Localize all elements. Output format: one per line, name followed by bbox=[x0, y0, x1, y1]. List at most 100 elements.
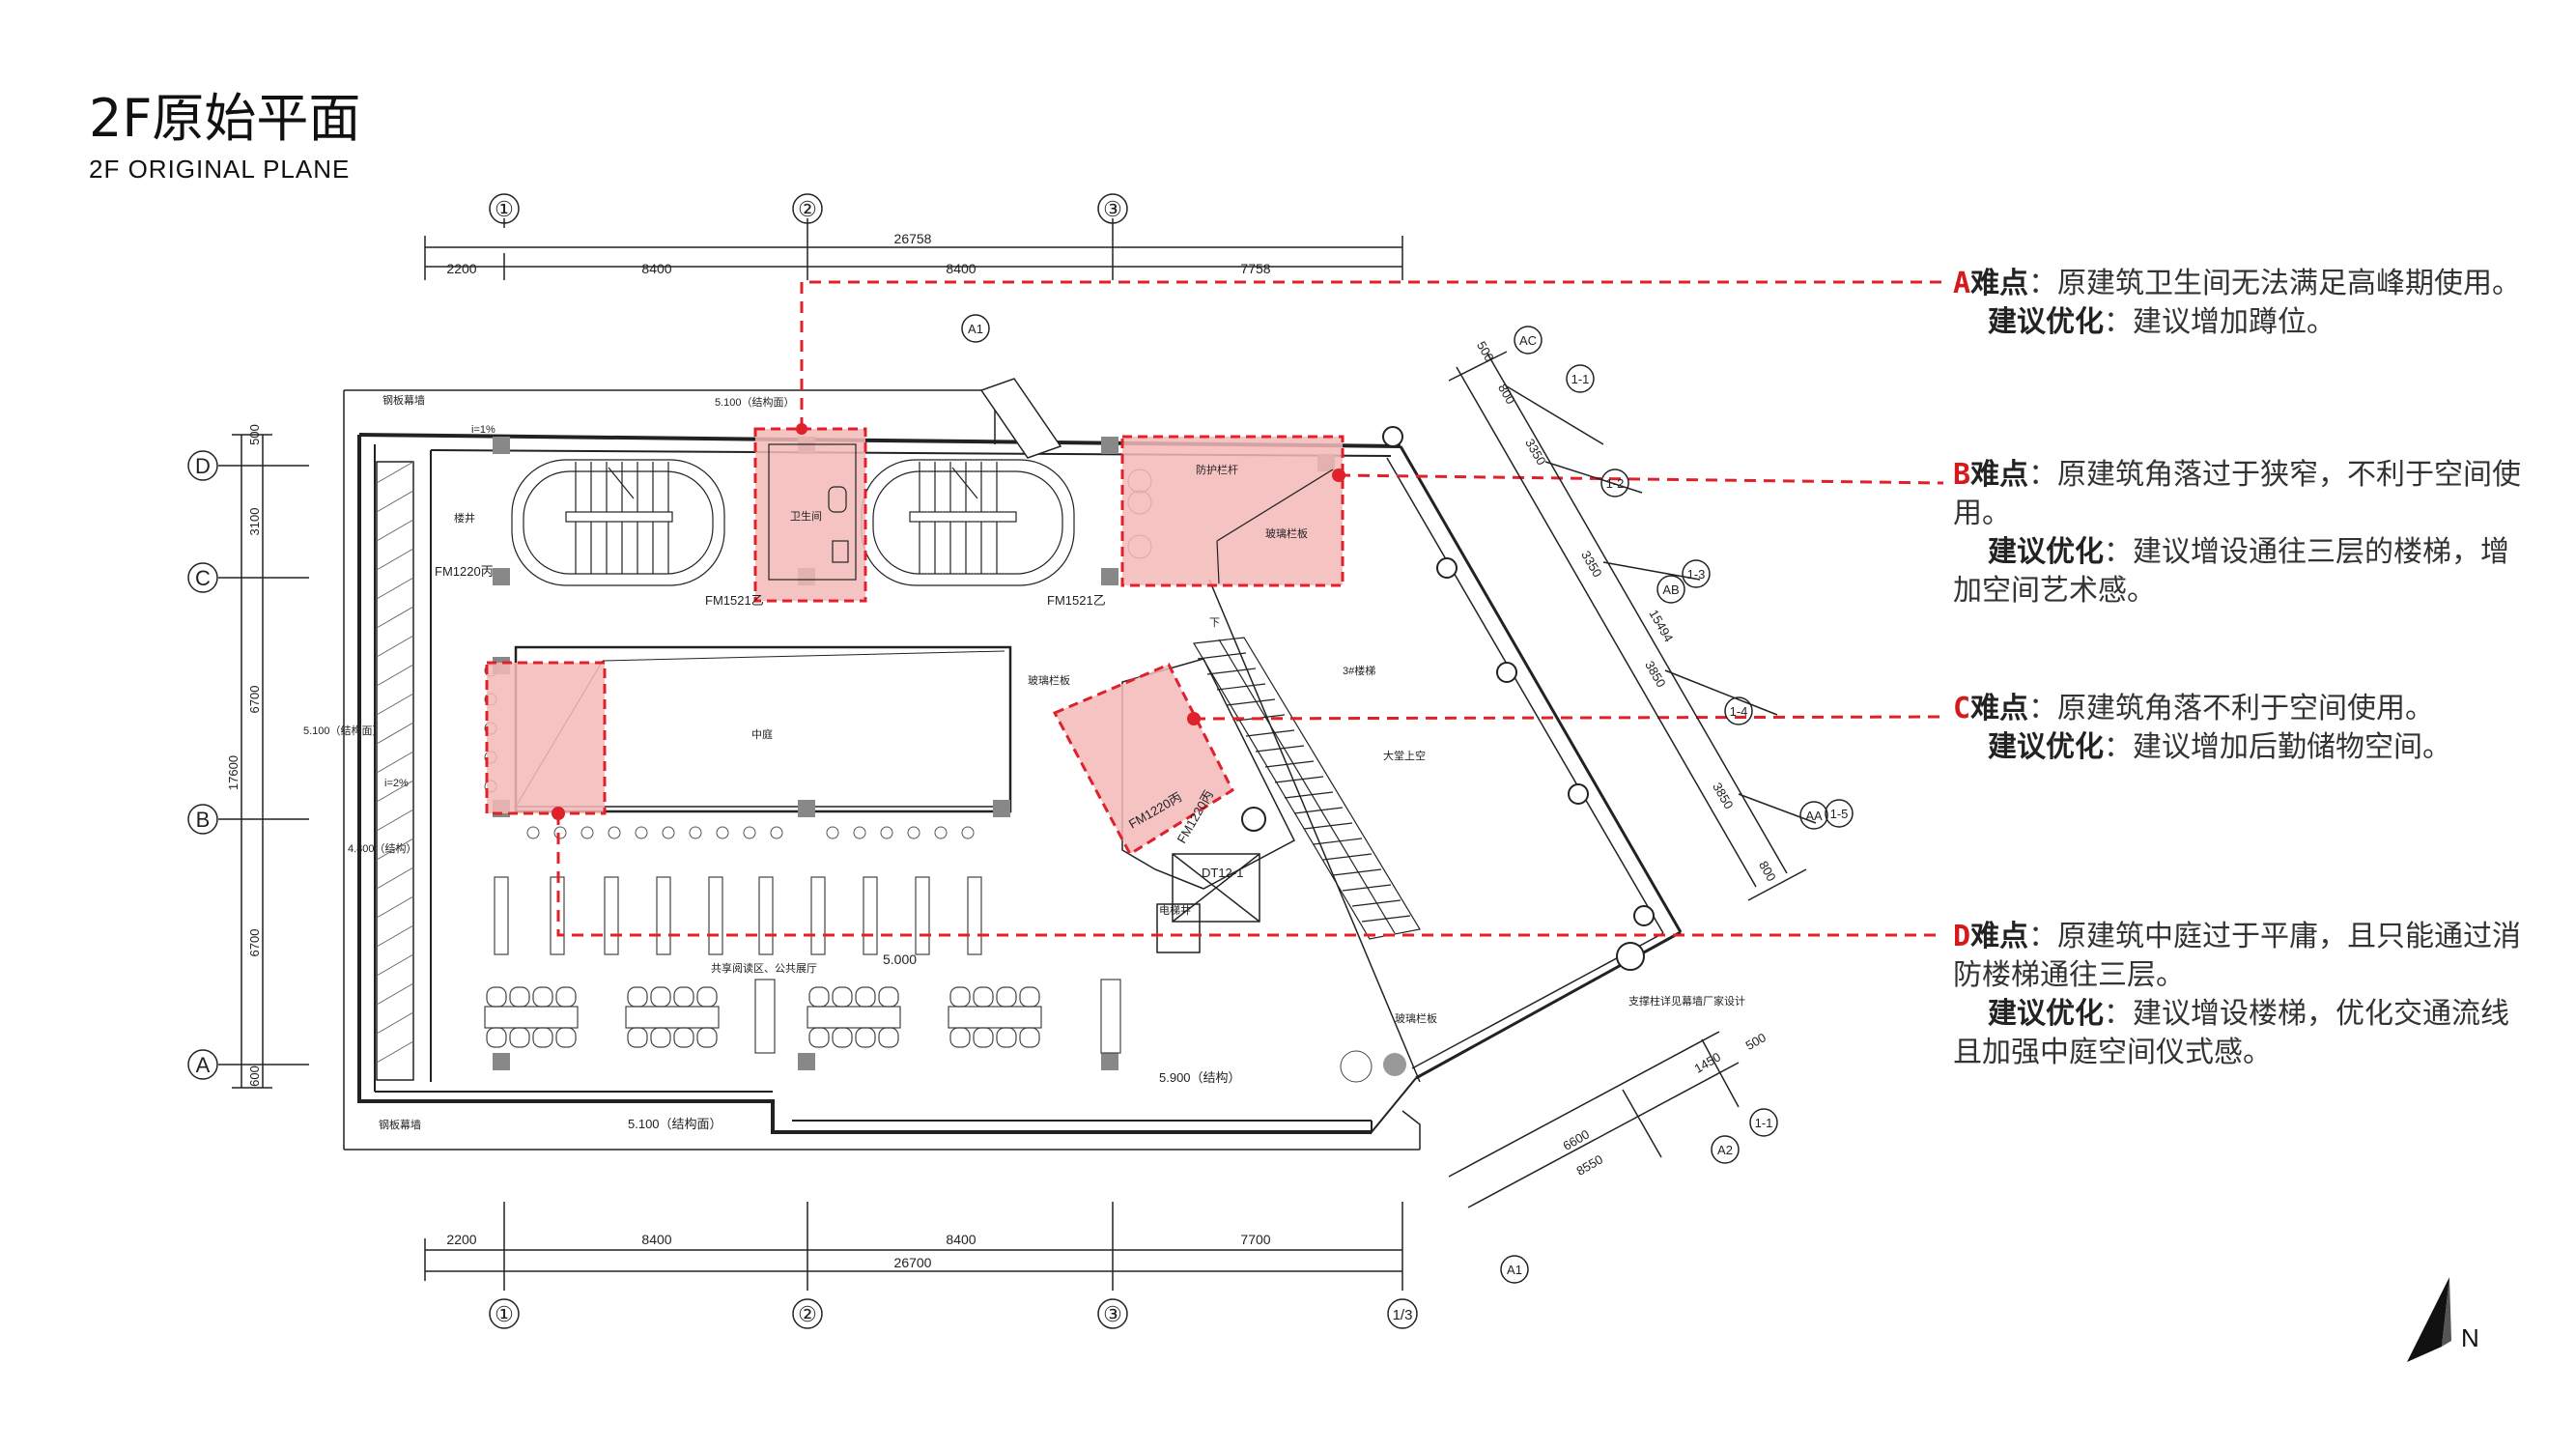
label-door-fm1521-l: FM1521乙 bbox=[705, 593, 764, 608]
axis-right-ab: AB bbox=[1662, 582, 1679, 597]
page-title: 2F原始平面 bbox=[89, 88, 361, 149]
zone-c-corner bbox=[1052, 663, 1234, 857]
dim-top-3: 8400 bbox=[946, 261, 976, 276]
label-steel2: 钢板幕墙 bbox=[379, 1118, 421, 1131]
dim-top-4: 7758 bbox=[1240, 261, 1270, 276]
note-a: A难点：原建筑卫生间无法满足高峰期使用。 建议优化：建议增加蹲位。 bbox=[1953, 265, 2533, 342]
axis-left-a: A bbox=[196, 1053, 211, 1077]
note-c: C难点：原建筑角落不利于空间使用。 建议优化：建议增加后勤储物空间。 bbox=[1953, 690, 2533, 767]
note-a-text: ：原建筑卫生间无法满足高峰期使用。 bbox=[2028, 267, 2522, 300]
left-dimension-text: 17600 500 3100 6700 6700 600 bbox=[226, 424, 262, 1087]
level-left2: 4.800（结构） bbox=[348, 841, 417, 855]
dim-bottom-total: 26700 bbox=[894, 1255, 932, 1270]
axis-right-a1: A1 bbox=[1507, 1263, 1522, 1277]
axis-right-13: 1-3 bbox=[1687, 567, 1706, 582]
level-bottom: 5.100（结构面） bbox=[628, 1117, 722, 1131]
label-stair-left: 楼井 bbox=[454, 511, 475, 525]
top-dimension-lines bbox=[424, 218, 1403, 280]
left-axis-markers bbox=[187, 450, 218, 1080]
north-arrow-icon bbox=[2407, 1277, 2451, 1362]
axis-left-c: C bbox=[195, 566, 211, 590]
axis-right-12: 1-2 bbox=[1606, 476, 1625, 491]
axis-top-1: ① bbox=[495, 197, 514, 221]
level-top: 5.100（结构面） bbox=[715, 395, 795, 409]
dim-br-1: 1450 bbox=[1691, 1049, 1723, 1075]
axis-left-d: D bbox=[195, 454, 211, 478]
note-b-sugg-text: ：建议增设通往三层的楼梯，增加空间艺术感。 bbox=[1953, 535, 2509, 608]
note-d-letter: D bbox=[1953, 920, 1971, 953]
level-left: 5.100（结构面） bbox=[303, 724, 383, 737]
dim-right-5: 3850 bbox=[1642, 658, 1668, 690]
dim-right-6: 3850 bbox=[1710, 780, 1736, 811]
note-b: B难点：原建筑角落过于狭窄，不利于空间使用。 建议优化：建议增设通往三层的楼梯，… bbox=[1953, 456, 2533, 611]
label-glass-rail3: 玻璃栏板 bbox=[1395, 1011, 1437, 1025]
north-label: N bbox=[2461, 1323, 2479, 1352]
axis-a1-top: A1 bbox=[968, 322, 983, 336]
label-dt: DT12-1 bbox=[1202, 866, 1243, 880]
dim-right-4: 3350 bbox=[1578, 548, 1604, 580]
leader-b bbox=[1338, 473, 1944, 485]
level-center: 5.000 bbox=[883, 952, 917, 967]
label-slope-2: i=2% bbox=[384, 778, 409, 789]
dim-left-4: 6700 bbox=[247, 929, 262, 957]
axis-right-ac: AC bbox=[1519, 333, 1537, 348]
dim-bottom-1: 2200 bbox=[446, 1232, 476, 1247]
note-c-lead: 难点 bbox=[1970, 692, 2029, 725]
label-glass-rail2: 玻璃栏板 bbox=[1265, 526, 1308, 540]
column-bottom-right bbox=[1383, 1053, 1406, 1076]
note-d: D难点：原建筑中庭过于平庸，且只能通过消防楼梯通往三层。 建议优化：建议增设楼梯… bbox=[1953, 918, 2533, 1072]
note-a-sugg-text: ：建议增加蹲位。 bbox=[2104, 305, 2335, 339]
note-d-lead: 难点 bbox=[1970, 920, 2029, 953]
axis-right-11: 1-1 bbox=[1571, 372, 1590, 386]
axis-top-2: ② bbox=[798, 197, 817, 221]
note-d-text: ：原建筑中庭过于平庸，且只能通过消防楼梯通往三层。 bbox=[1953, 920, 2522, 992]
dim-br-2: 500 bbox=[1743, 1030, 1769, 1053]
bottom-dimension-text: 2200 8400 8400 7700 26700 bbox=[446, 1232, 1270, 1270]
top-axis-markers bbox=[489, 193, 1128, 224]
axis-bottom-2: ② bbox=[798, 1302, 817, 1326]
zone-redraw-lines bbox=[768, 443, 1334, 584]
zone-d-atrium bbox=[485, 661, 607, 815]
axis-left-b: B bbox=[196, 808, 211, 832]
note-c-text: ：原建筑角落不利于空间使用。 bbox=[2028, 692, 2435, 725]
label-slope-1: i=1% bbox=[471, 424, 495, 436]
label-corner-note: 支撑柱详见幕墙厂家设计 bbox=[1628, 994, 1745, 1008]
axis-right-11b: 1-1 bbox=[1755, 1116, 1773, 1130]
dim-left-total: 17600 bbox=[226, 755, 241, 790]
zone-b-corner bbox=[1120, 435, 1345, 587]
axis-bottom-1: ① bbox=[495, 1302, 514, 1326]
note-c-sugg-text: ：建议增加后勤储物空间。 bbox=[2104, 730, 2451, 764]
axis-bottom-4: 1/3 bbox=[1393, 1307, 1413, 1323]
note-a-lead: 难点 bbox=[1970, 267, 2029, 300]
label-rail: 防护栏杆 bbox=[1196, 463, 1238, 476]
stair-left bbox=[511, 459, 725, 586]
dim-right-2: 800 bbox=[1495, 382, 1518, 407]
note-a-letter: A bbox=[1953, 267, 1971, 300]
dim-top-2: 8400 bbox=[641, 261, 671, 276]
right-dimension-text: 500 800 3350 3350 3850 3850 800 15494 14… bbox=[1474, 339, 1779, 1179]
dim-right-total: 15494 bbox=[1646, 607, 1676, 644]
page-subtitle: 2F ORIGINAL PLANE bbox=[89, 155, 351, 184]
note-b-text: ：原建筑角落过于狭窄，不利于空间使用。 bbox=[1953, 458, 2522, 530]
left-hatch bbox=[376, 461, 414, 1064]
top-axis-labels: ① ② ③ bbox=[495, 197, 1122, 221]
label-stair-up: 下 bbox=[1209, 617, 1220, 629]
axis-bottom-3: ③ bbox=[1103, 1302, 1122, 1326]
label-atrium: 中庭 bbox=[751, 727, 773, 741]
label-glass-rail: 玻璃栏板 bbox=[1028, 673, 1070, 687]
note-b-lead: 难点 bbox=[1970, 458, 2029, 492]
right-dimension-lines bbox=[1448, 351, 1817, 1208]
label-stair3: 3#楼梯 bbox=[1343, 664, 1375, 677]
leader-lines bbox=[556, 280, 1944, 937]
roof-element bbox=[979, 378, 1062, 459]
label-shaft: 电梯井 bbox=[1159, 903, 1191, 917]
note-d-sugg-label: 建议优化 bbox=[1988, 997, 2104, 1031]
axis-right-14: 1-4 bbox=[1730, 704, 1748, 719]
dim-br-4: 8550 bbox=[1573, 1151, 1605, 1178]
fire-stair bbox=[1193, 637, 1421, 940]
label-toilet: 卫生间 bbox=[790, 509, 822, 523]
right-axis-labels: AC 1-1 1-2 AB 1-3 1-4 AA 1-5 A1 A2 1-1 A… bbox=[968, 322, 1848, 1277]
zone-a-toilet bbox=[753, 427, 867, 603]
label-steel: 钢板幕墙 bbox=[382, 393, 425, 407]
note-d-sugg-text: ：建议增设楼梯，优化交通流线且加强中庭空间仪式感。 bbox=[1953, 997, 2509, 1069]
